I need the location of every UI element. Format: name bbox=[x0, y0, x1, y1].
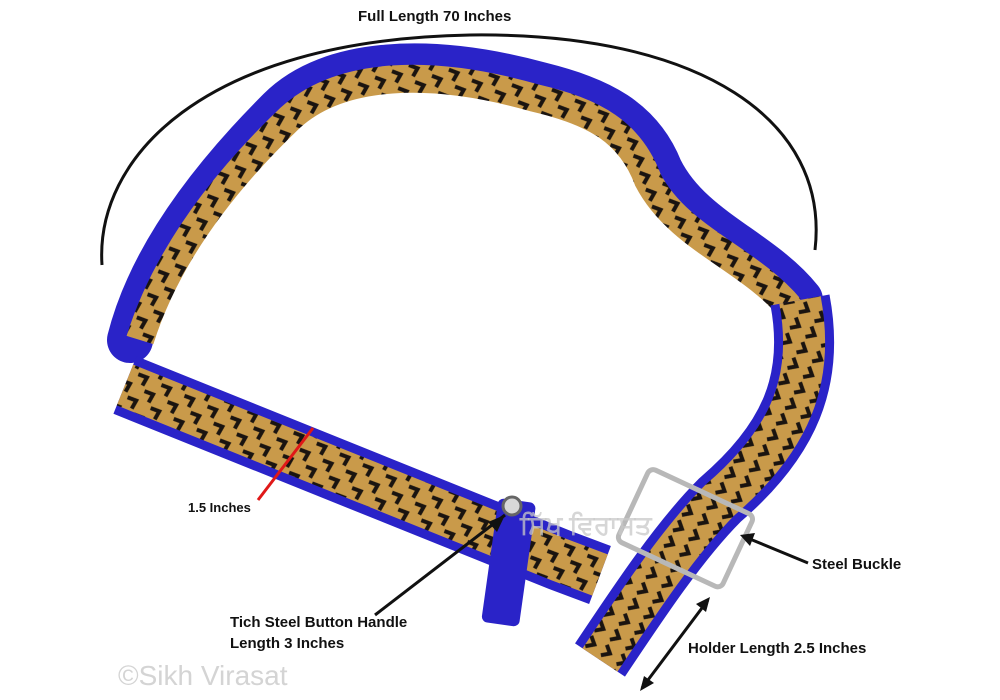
holder-length-label: Holder Length 2.5 Inches bbox=[688, 640, 867, 657]
full-length-label: Full Length 70 Inches bbox=[358, 8, 512, 25]
button-arrow bbox=[374, 513, 506, 617]
center-watermark: ਸਿੱਖ ਵਿਰਾਸਤ bbox=[520, 510, 652, 540]
button-handle-line1: Tich Steel Button Handle bbox=[230, 614, 408, 631]
width-label: 1.5 Inches bbox=[188, 500, 251, 515]
button-handle-line2: Length 3 Inches bbox=[230, 635, 345, 652]
brand-watermark: ©Sikh Virasat bbox=[118, 660, 288, 691]
steel-button bbox=[501, 495, 523, 517]
buckle-arrow bbox=[744, 535, 809, 565]
steel-buckle-shape bbox=[615, 467, 755, 590]
button-strap bbox=[481, 498, 536, 627]
holder-arrow bbox=[640, 599, 710, 689]
steel-buckle-label: Steel Buckle bbox=[812, 556, 902, 573]
full-length-arc bbox=[100, 33, 818, 266]
button-handle-label: Tich Steel Button Handle Length 3 Inches bbox=[230, 612, 407, 654]
width-marker-line bbox=[256, 427, 315, 501]
